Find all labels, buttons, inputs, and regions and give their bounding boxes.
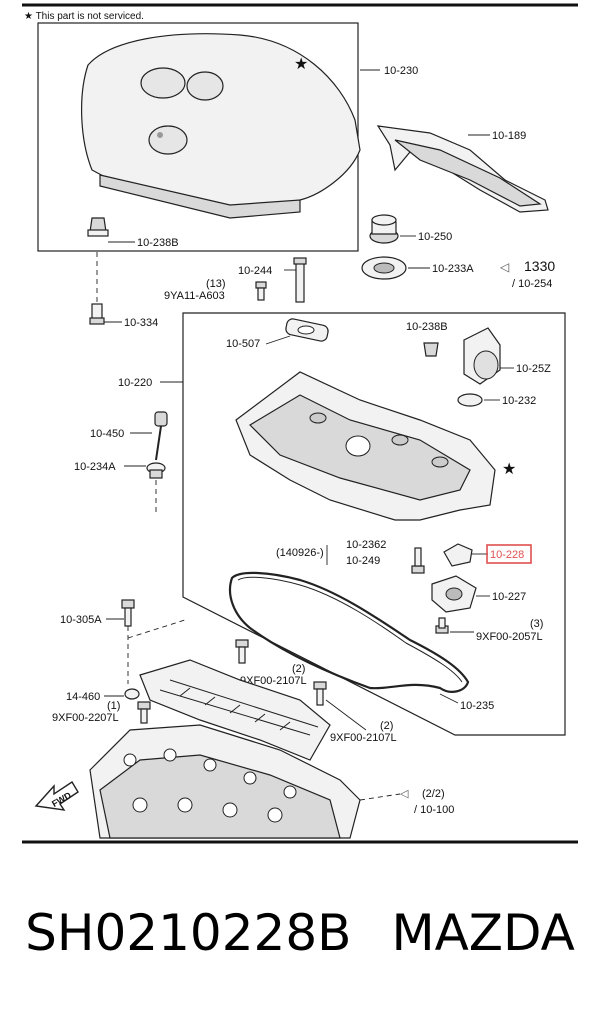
label-10-227: 10-227 (492, 591, 526, 603)
label-10-25Z: 10-25Z (516, 363, 551, 375)
label-10-230: 10-230 (384, 65, 418, 77)
label-3-top: (3) (530, 618, 543, 630)
cylinder-head-cover-part (235, 371, 496, 521)
seal-14-460-part (124, 688, 140, 700)
label-10-238B-mid: 10-238B (406, 321, 448, 333)
label-9YA11-A603: 9YA11-A603 (164, 290, 225, 302)
label-10-507: 10-507 (226, 338, 260, 350)
highlight-box-10-228 (486, 544, 532, 564)
ref-arrow-icon-2: ◁ (400, 788, 409, 800)
label-2-lower: (2) (380, 720, 393, 732)
part-number: SH0210228B (25, 904, 352, 962)
grommet-10-238B-part (423, 342, 439, 357)
label-10-234A: 10-234A (74, 461, 116, 473)
label-10-238B-top: 10-238B (137, 237, 179, 249)
parts-diagram: ★ This part is not serviced. ★ 10-230 10… (22, 3, 578, 844)
gasket-10-507-part (285, 318, 329, 342)
bolt-2107L-lower-part (313, 681, 327, 706)
star-mark-cover-2: ★ (502, 461, 516, 478)
pcv-part-10-25Z (463, 327, 501, 385)
label-10-249: 10-249 (346, 555, 380, 567)
label-10-228: 10-228 (490, 549, 524, 561)
label-10-244: 10-244 (238, 265, 272, 277)
label-9XF00-2107L-lower: 9XF00-2107L (330, 732, 397, 744)
label-10-189: 10-189 (492, 130, 526, 142)
label-10-450: 10-450 (90, 428, 124, 440)
label-1330: 1330 (524, 258, 555, 274)
label-9XF00-2207L: 9XF00-2207L (52, 712, 119, 724)
label-9XF00-2107L-upper: 9XF00-2107L (240, 675, 307, 687)
head-cover-gasket-part (228, 571, 470, 693)
label-10-232: 10-232 (502, 395, 536, 407)
caption: SH0210228B MAZDA (0, 893, 600, 973)
dipstick-seal-part (146, 462, 166, 479)
label-10-334: 10-334 (124, 317, 158, 329)
label-10-254: / 10-254 (512, 278, 552, 290)
label-2-upper: (2) (292, 663, 305, 675)
seal-10-228-part (443, 543, 473, 567)
label-14-460: 14-460 (66, 691, 100, 703)
injector-part (293, 257, 307, 303)
label-10-235: 10-235 (460, 700, 494, 712)
label-10-2362: 10-2362 (346, 539, 386, 551)
label-10-100: / 10-100 (414, 804, 454, 816)
bolt-2207L-part (137, 701, 151, 724)
label-9XF00-2057L: 9XF00-2057L (476, 631, 543, 643)
label-10-250: 10-250 (418, 231, 452, 243)
label-13: (13) (206, 278, 226, 290)
manifold-bracket-part (139, 659, 331, 761)
not-serviced-note: ★ This part is not serviced. (24, 11, 144, 22)
bolt-10-2362-part (411, 547, 425, 574)
label-10-305A: 10-305A (60, 614, 102, 626)
bolt-10-305A-part (121, 599, 135, 627)
bolt-9ya11-part (255, 281, 267, 301)
brand-name: MAZDA (391, 904, 575, 962)
label-140926: (140926-) (276, 547, 324, 559)
cylinder-head-part (89, 724, 361, 839)
seal-10-232-part (457, 393, 483, 407)
cap-seal-part (361, 256, 407, 280)
engine-cover-part (81, 33, 361, 219)
star-mark-cover: ★ (294, 56, 308, 73)
valve-cover-assembly-box (182, 312, 566, 736)
stud-10-334-part (89, 303, 105, 325)
bolt-2107L-upper-part (235, 639, 249, 664)
label-10-233A: 10-233A (432, 263, 474, 275)
label-2-2: (2/2) (422, 788, 445, 800)
grommet-part (87, 217, 109, 237)
label-10-220: 10-220 (118, 377, 152, 389)
dipstick-part (154, 411, 168, 461)
housing-10-227-part (431, 575, 477, 613)
fwd-arrow-icon (34, 781, 79, 811)
label-1: (1) (107, 700, 120, 712)
ref-arrow-icon: ◁ (500, 260, 510, 274)
heat-shield-part (376, 125, 549, 213)
bolt-2057L-part (435, 617, 449, 634)
oil-cap-part (369, 214, 399, 244)
